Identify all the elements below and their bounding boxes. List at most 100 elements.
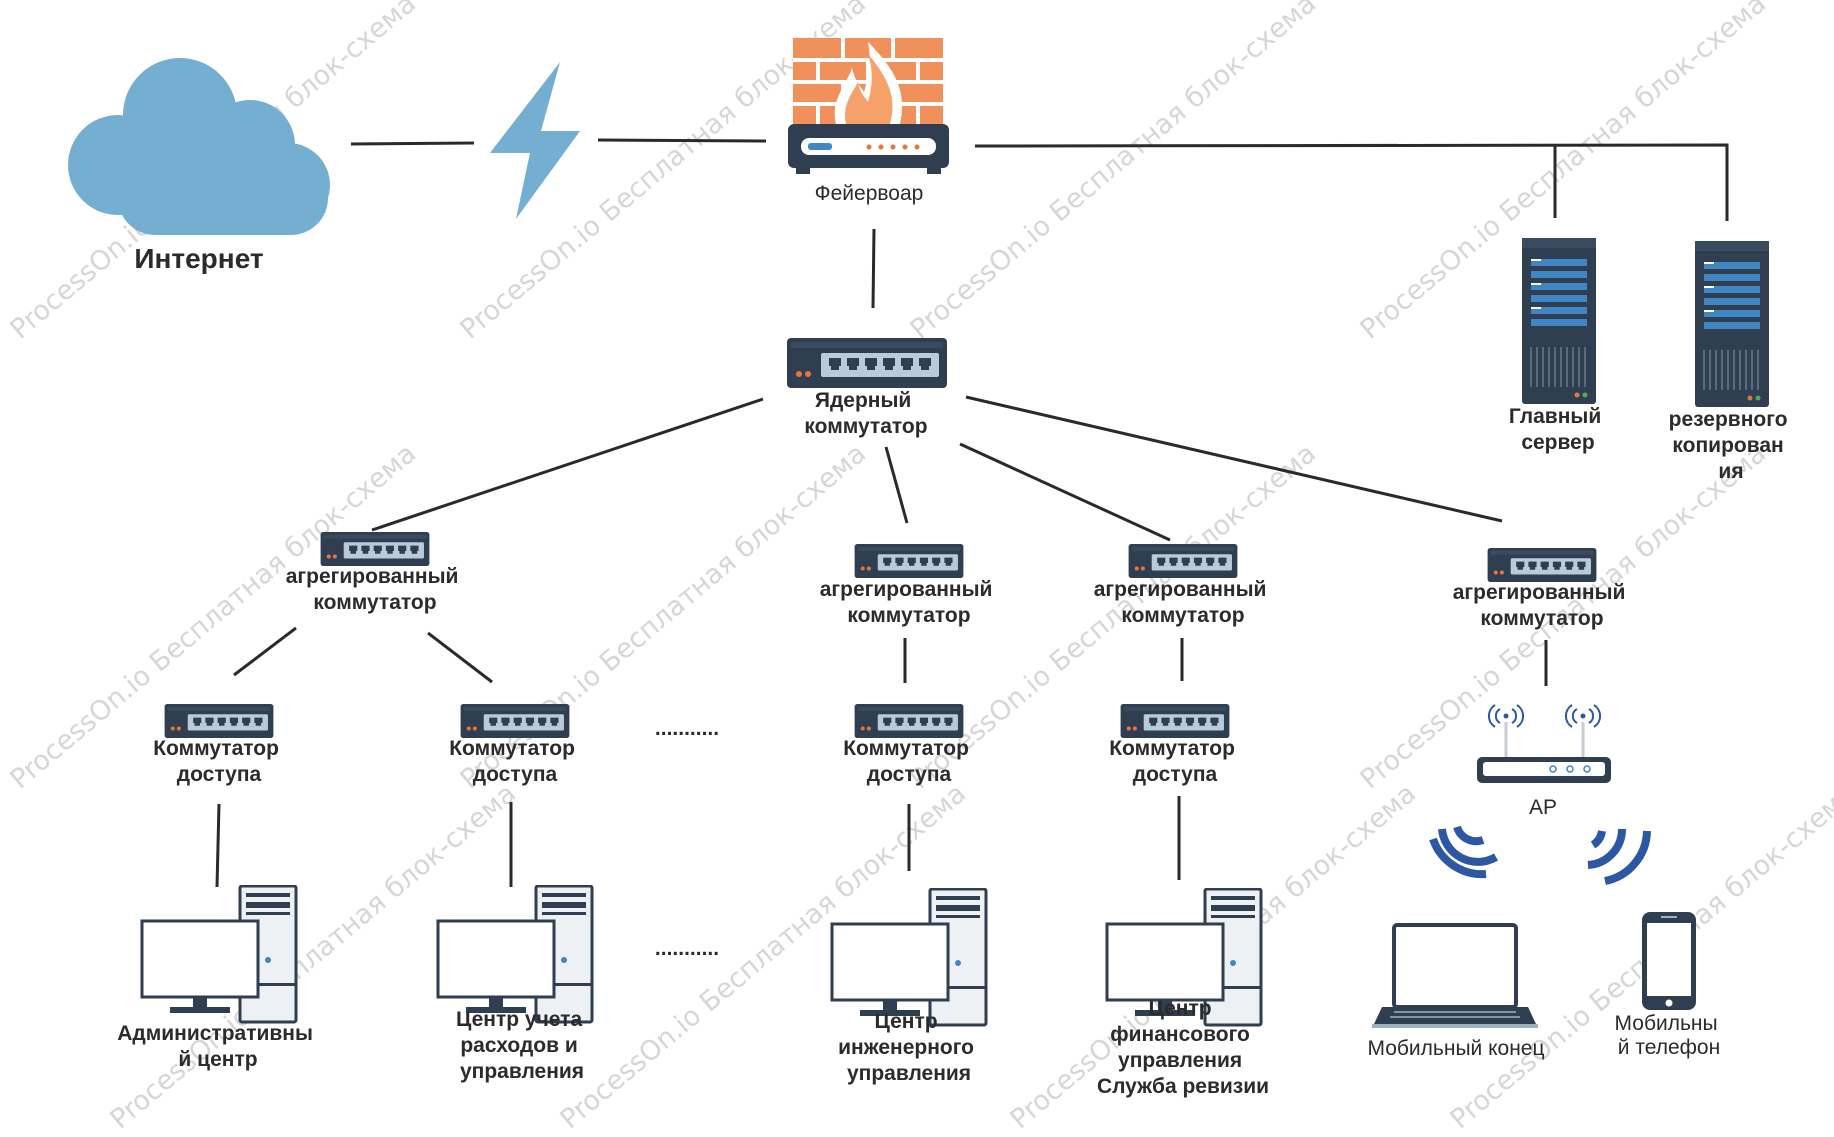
label-line: коммутатор [804,415,927,438]
link-lightning-firewall [597,138,767,143]
smartphone-icon [1642,912,1696,1010]
aggregation-switch-4: агрегированный коммутатор [1453,548,1632,630]
label-line: коммутатор [1480,607,1603,630]
access-switch-label: Коммутатор доступа [449,737,581,786]
link-access1-pc1 [215,803,221,888]
access-switch-label: Коммутатор доступа [153,737,285,786]
label-line: Коммутатор [449,737,575,760]
main-server-node: Главный сервер [1509,237,1607,454]
pc-node-4: Центр финансового управления Служба реви… [1097,888,1269,1098]
internet-label: Интернет [134,243,263,274]
label-line: Служба ревизии [1097,1075,1269,1098]
department-label: Центр учета расходов и управления [456,1008,588,1083]
link-agg1-access1 [233,626,297,677]
link-core-agg2 [884,446,909,524]
desktop-pc-icon [830,888,988,1027]
firewall-icon [788,38,949,174]
label-line: управления [460,1060,584,1083]
aggregation-switch-label: агрегированный коммутатор [1453,581,1632,630]
label-line: коммутатор [313,591,436,614]
aggregation-switch-1: агрегированный коммутатор [286,532,465,614]
link-core-agg3 [959,442,1171,542]
main-server-label: Главный сервер [1509,405,1607,454]
switch-icon [164,704,274,738]
access-switch-2: Коммутатор доступа [449,704,581,786]
label-line: доступа [867,763,952,786]
core-switch-node: Ядерный коммутатор [787,338,947,438]
label-line: управления [847,1062,971,1085]
label-line: коммутатор [1121,604,1244,627]
label-line: Коммутатор [153,737,279,760]
access-switch-label: Коммутатор доступа [843,737,975,786]
access-point-node: AP [1477,704,1611,819]
switch-icon [854,704,964,738]
wifi-icon [1587,828,1651,885]
label-line: агрегированный [1453,581,1626,604]
mobile-terminal-label: Мобильный конец [1367,1037,1544,1060]
label-line: й центр [178,1048,257,1071]
mobile-terminal-node: Мобильный конец [1367,923,1545,1060]
label-line: доступа [177,763,262,786]
laptop-icon [1372,923,1538,1028]
department-label: Центр инженерного управления [838,1010,980,1085]
pc-node-3: Центр инженерного управления [830,888,988,1085]
access-switch-1: Коммутатор доступа [153,704,285,786]
label-line: Ядерный [815,389,911,412]
label-line: Административны [117,1022,313,1045]
mobile-phone-node: Мобильны й телефон [1615,912,1724,1059]
aggregation-switch-2: агрегированный коммутатор [820,544,999,627]
label-line: коммутатор [847,604,970,627]
link-core-agg4 [965,395,1503,523]
label-line: Главный [1509,405,1601,428]
mobile-phone-label: Мобильны й телефон [1615,1012,1724,1059]
cloud-icon [68,58,330,235]
switch-icon [787,338,947,388]
switch-icon [854,544,964,578]
aggregation-switch-label: агрегированный коммутатор [286,565,465,614]
department-label: Центр финансового управления Служба реви… [1097,997,1269,1098]
label-line: резервного [1669,408,1788,431]
label-line: Центр учета [456,1008,582,1031]
lightning-icon [490,62,580,219]
connection-lines [215,138,1729,888]
access-switch-3: Коммутатор доступа [843,704,975,786]
desktop-pc-icon [436,885,594,1024]
switch-icon [320,532,430,566]
pc-node-2: Центр учета расходов и управления [436,885,594,1083]
link-agg1-access2 [427,631,493,684]
ellipsis-pcs: ........... [655,937,719,960]
switch-icon [1487,548,1597,582]
link-internet-lightning [350,141,475,146]
label-line: инженерного [838,1036,974,1059]
label-line: расходов и [460,1034,577,1057]
internet-node: Интернет [68,58,330,274]
label-line: Центр [1149,997,1212,1020]
core-switch-label: Ядерный коммутатор [804,389,927,438]
link-core-agg1 [371,397,764,532]
watermark: ProcessOn.io Бесплатная блок-схема [905,0,1323,345]
switch-icon [1128,544,1238,578]
label-line: й телефон [1618,1036,1720,1059]
switch-icon [460,704,570,738]
switch-icon [1120,704,1230,738]
backup-server-node: резервного копирован ия [1669,240,1794,483]
label-line: ия [1718,460,1743,483]
department-label: Административны й центр [117,1022,319,1071]
access-switch-label: Коммутатор доступа [1109,737,1241,786]
desktop-pc-icon [140,885,298,1024]
ap-label: AP [1529,796,1557,819]
backup-server-label: резервного копирован ия [1669,408,1794,483]
label-line: Центр [875,1010,938,1033]
label-line: агрегированный [286,565,459,588]
pc-node-1: Административны й центр [117,885,319,1071]
link-firewall-servers [974,143,1729,221]
router-icon [1477,704,1611,783]
ellipsis-access: ........... [655,717,719,740]
aggregation-switch-label: агрегированный коммутатор [1094,578,1273,627]
label-line: управления [1118,1049,1242,1072]
label-line: Коммутатор [843,737,969,760]
aggregation-switch-label: агрегированный коммутатор [820,578,999,627]
server-icon [1694,240,1770,408]
label-line: копирован [1672,434,1783,457]
